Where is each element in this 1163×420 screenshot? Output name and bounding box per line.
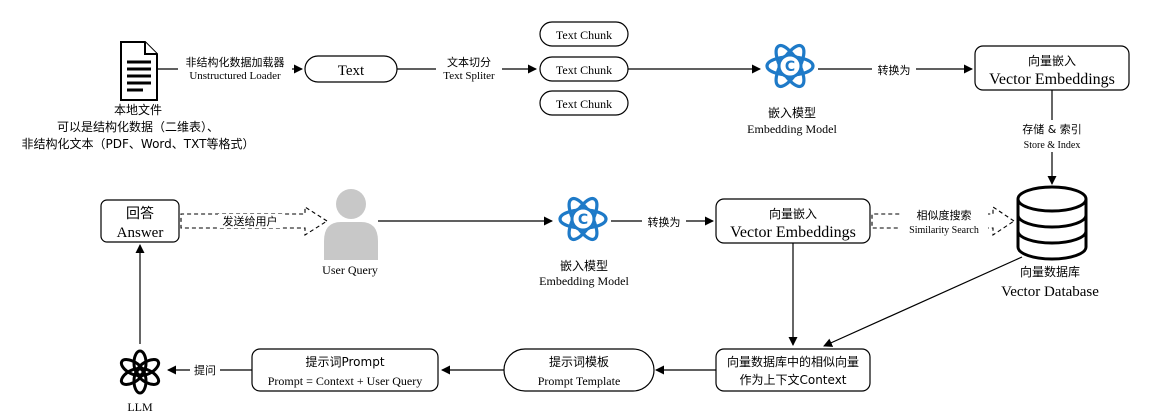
template-en: Prompt Template xyxy=(538,374,621,388)
database-icon xyxy=(1016,185,1088,261)
convert-label-top: 转换为 xyxy=(878,63,911,77)
document-icon xyxy=(120,41,158,101)
answer-zh: 回答 xyxy=(126,205,154,222)
vec-embed-mid-zh: 向量嵌入 xyxy=(769,206,817,221)
embed-model-mid-en: Embedding Model xyxy=(539,274,629,288)
store-label-en: Store & Index xyxy=(1024,140,1081,151)
db-label-zh: 向量数据库 xyxy=(1020,264,1080,279)
text-chunk-1 xyxy=(539,21,629,47)
send-label: 发送给用户 xyxy=(223,214,278,228)
llm-label: LLM xyxy=(127,400,153,414)
db-context-arrow xyxy=(823,256,1023,347)
loader-label-en: Unstructured Loader xyxy=(189,70,281,82)
context-line2: 作为上下文Context xyxy=(739,372,846,387)
splitter-label-zh: 文本切分 xyxy=(447,55,491,69)
file-label-line3: 非结构化文本（PDF、Word、TXT等格式） xyxy=(22,136,255,151)
vec-embed-top-en: Vector Embeddings xyxy=(989,71,1115,88)
text-chunk-3 xyxy=(539,90,629,116)
answer-en: Answer xyxy=(117,225,164,241)
user-query-label: User Query xyxy=(322,263,378,277)
embedding-model-icon xyxy=(765,39,815,93)
template-zh: 提示词模板 xyxy=(549,354,609,369)
text-chunk-1-label: Text Chunk xyxy=(556,28,612,42)
embed-model-mid-zh: 嵌入模型 xyxy=(560,259,608,273)
vec-embed-mid-en: Vector Embeddings xyxy=(730,224,856,241)
file-label-line1: 本地文件 xyxy=(114,102,162,117)
ask-label: 提问 xyxy=(194,364,216,377)
convert-label-mid: 转换为 xyxy=(648,215,681,229)
text-chunk-2-label: Text Chunk xyxy=(556,63,612,77)
loader-label-zh: 非结构化数据加载器 xyxy=(186,55,285,69)
similarity-label-zh: 相似度搜索 xyxy=(917,208,972,222)
vec-embed-top-zh: 向量嵌入 xyxy=(1028,53,1076,68)
splitter-label-en: Text Spliter xyxy=(443,70,495,82)
file-label-line2: 可以是结构化数据（二维表）、 xyxy=(57,119,219,134)
similarity-label-en: Similarity Search xyxy=(909,225,979,236)
text-chunk-3-label: Text Chunk xyxy=(556,97,612,111)
openai-logo-icon xyxy=(119,349,161,395)
context-line1: 向量数据库中的相似向量 xyxy=(727,354,859,369)
text-node-label: Text xyxy=(338,63,365,79)
answer-box xyxy=(100,199,180,243)
embedding-model-icon xyxy=(558,192,608,246)
prompt-formula: Prompt = Context + User Query xyxy=(268,374,423,388)
embed-model-top-zh: 嵌入模型 xyxy=(768,106,816,120)
db-label-en: Vector Database xyxy=(1001,284,1099,300)
store-label-zh: 存储 & 索引 xyxy=(1022,122,1082,136)
prompt-zh: 提示词Prompt xyxy=(305,354,384,369)
user-icon xyxy=(324,189,378,260)
embed-model-top-en: Embedding Model xyxy=(747,122,837,136)
